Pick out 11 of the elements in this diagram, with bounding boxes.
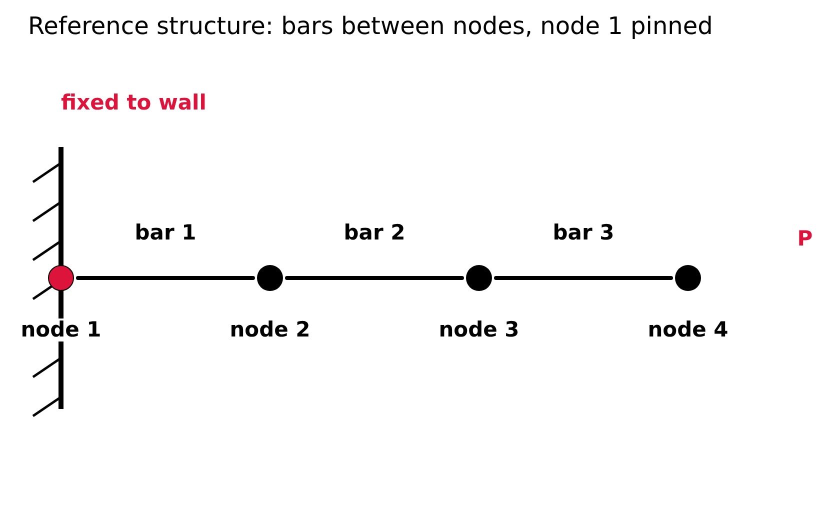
bar-line [76, 276, 255, 280]
node-dot [466, 265, 492, 291]
title: Reference structure: bars between nodes, node 1 pinned [28, 14, 713, 38]
bar-line [494, 276, 673, 280]
node-dot [675, 265, 701, 291]
pinned-node-dot [48, 265, 74, 291]
load-label: P [797, 228, 813, 250]
support-note: fixed to wall [61, 92, 206, 114]
bar-line [285, 276, 464, 280]
node-label: node 1 [20, 318, 102, 342]
node-dot [257, 265, 283, 291]
